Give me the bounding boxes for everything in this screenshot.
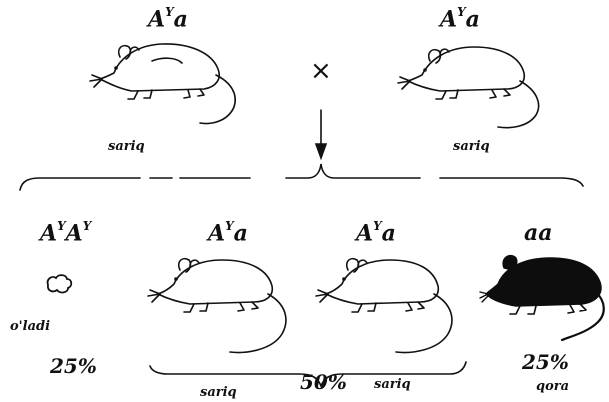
brace-right-end bbox=[440, 178, 583, 186]
offspring-het1-phenotype: sariq bbox=[200, 386, 237, 399]
heterozygous-percent: 50% bbox=[300, 372, 347, 392]
offspring-homozygous-genotype: AYAY bbox=[40, 222, 91, 244]
offspring-het1-genotype: AYa bbox=[208, 222, 248, 244]
dead-embryo-icon bbox=[44, 273, 74, 295]
offspring-het2-phenotype: sariq bbox=[374, 378, 411, 391]
offspring-recessive-genotype: aa bbox=[524, 222, 553, 244]
offspring-het1-yellow-mouse bbox=[150, 250, 315, 360]
brace-center-peak bbox=[286, 164, 420, 178]
down-arrow-head bbox=[316, 144, 326, 158]
offspring-het2-genotype: AYa bbox=[356, 222, 396, 244]
offspring-het2-yellow-mouse bbox=[318, 250, 478, 360]
offspring-recessive-phenotype: qora bbox=[536, 380, 569, 393]
lethal-note: o'ladi bbox=[10, 320, 50, 333]
homozygous-percent: 25% bbox=[50, 356, 97, 376]
offspring-black-mouse bbox=[480, 252, 608, 352]
recessive-percent: 25% bbox=[522, 352, 569, 372]
brace-left-end bbox=[20, 178, 140, 190]
